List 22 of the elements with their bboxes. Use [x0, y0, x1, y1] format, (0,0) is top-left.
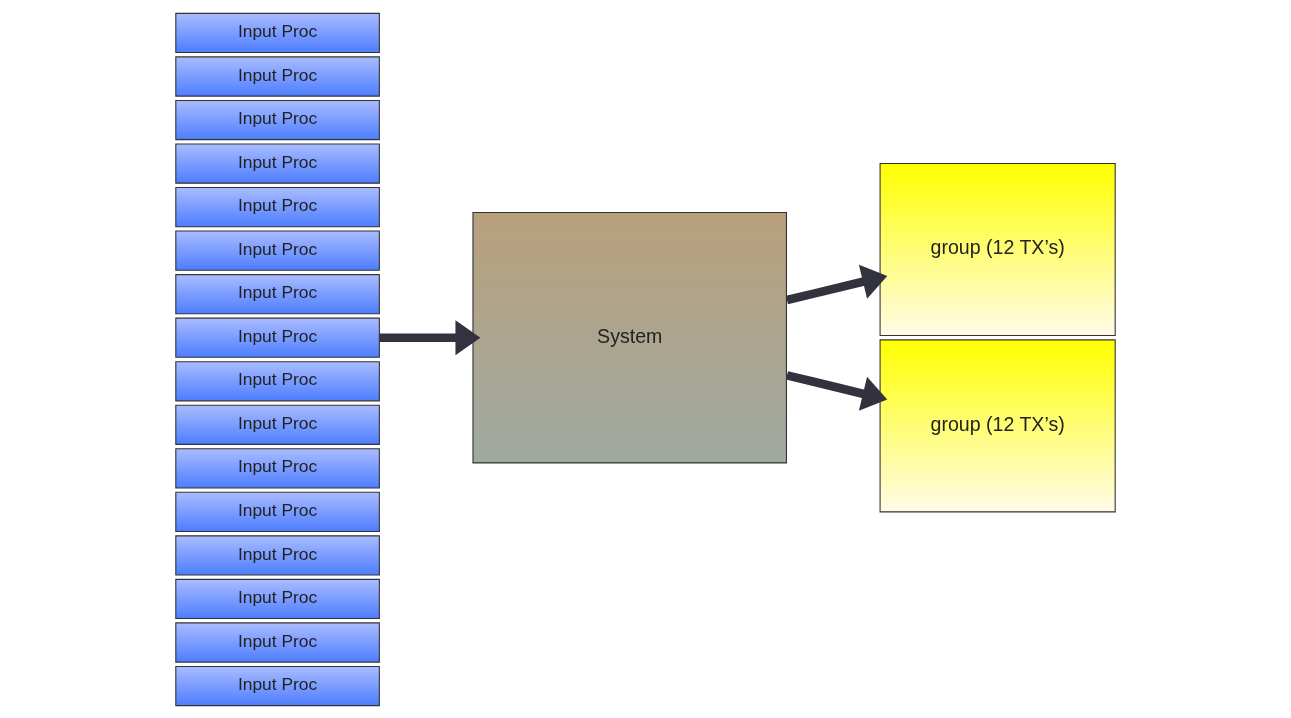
node-box: Input Proc	[175, 578, 380, 619]
arrow	[785, 370, 888, 411]
node-box: Input Proc	[175, 665, 380, 706]
node-box: Input Proc	[175, 404, 380, 445]
node-box: Input Proc	[175, 230, 380, 271]
node-box: group (12 TX’s)	[879, 162, 1116, 336]
node-box: Input Proc	[175, 99, 380, 140]
node-box: Input Proc	[175, 142, 380, 184]
arrow	[785, 264, 888, 304]
node-box: Input Proc	[175, 447, 380, 488]
node-box: group (12 TX’s)	[879, 338, 1116, 512]
node-box: Input Proc	[175, 360, 380, 401]
node-box: Input Proc	[175, 317, 380, 358]
node-box: Input Proc	[175, 621, 380, 663]
node-box: Input Proc	[175, 186, 380, 227]
arrow	[379, 319, 481, 355]
node-box: Input Proc	[175, 534, 380, 576]
node-box: Input Proc	[175, 55, 380, 97]
node-box: System	[472, 211, 787, 463]
node-box: Input Proc	[175, 12, 380, 53]
node-box: Input Proc	[175, 273, 380, 314]
node-box: Input Proc	[175, 491, 380, 532]
